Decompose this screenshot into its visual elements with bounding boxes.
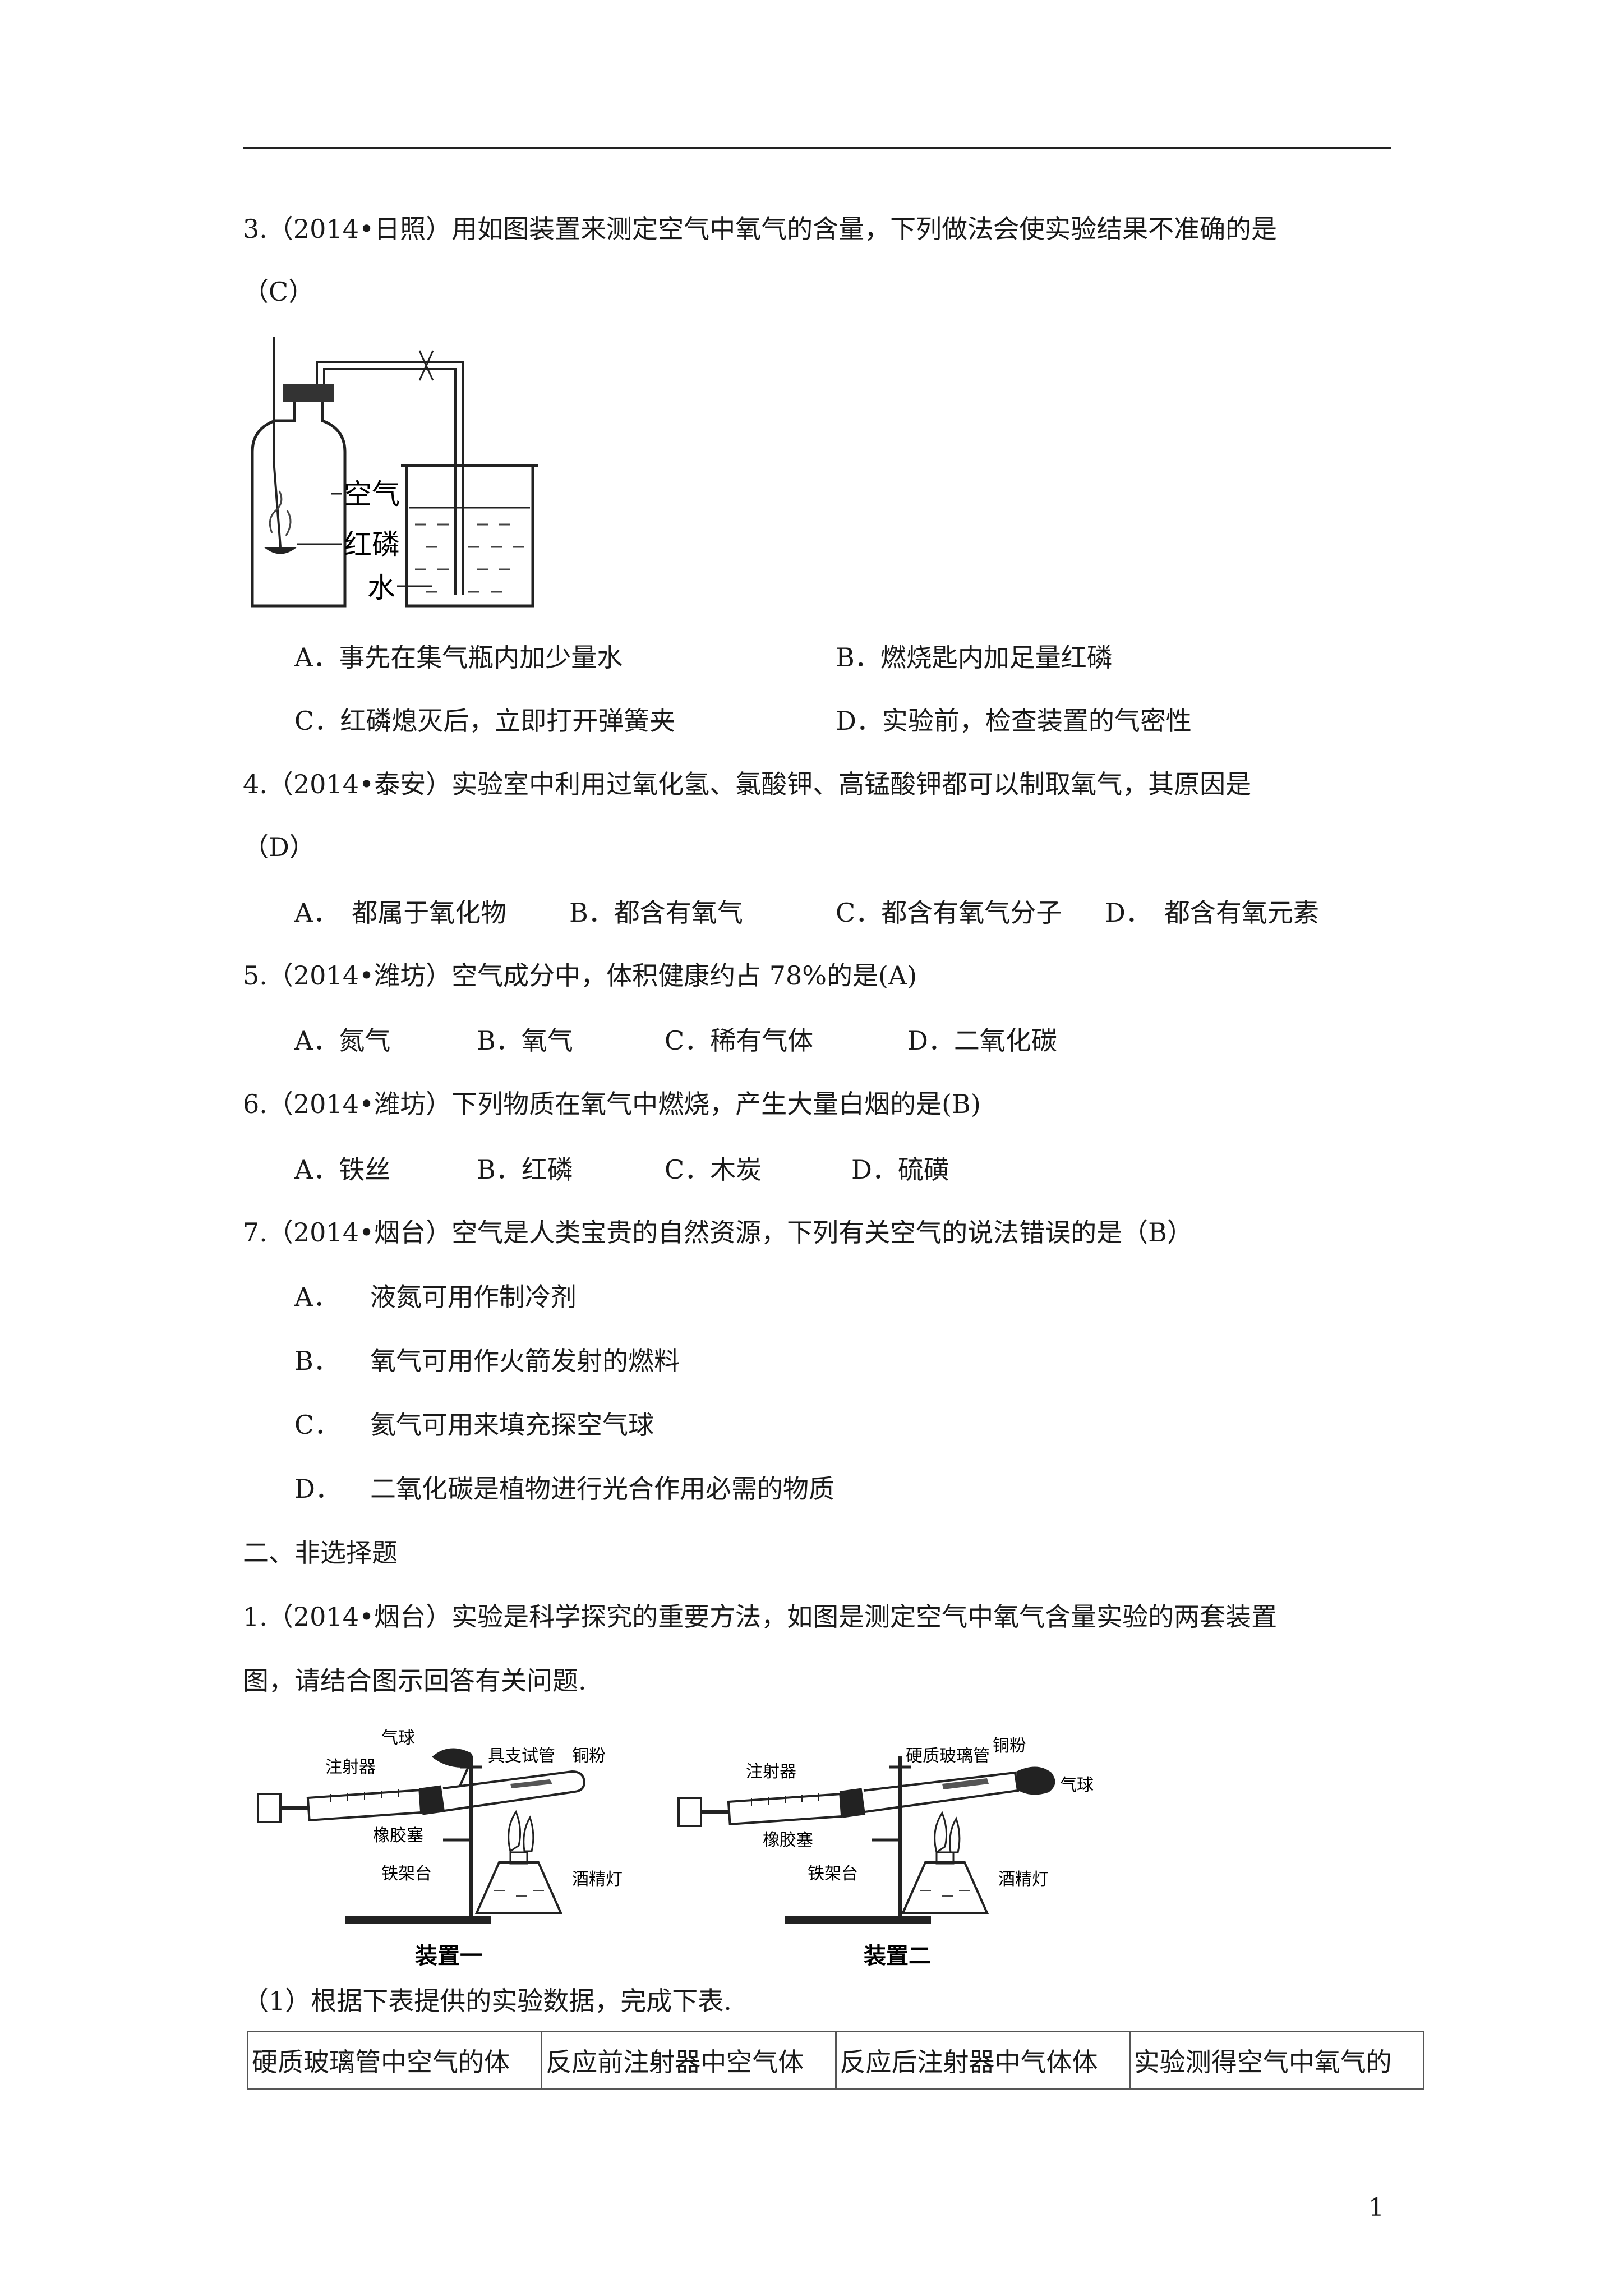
header-rule	[243, 147, 1391, 149]
label-phosphorus: 红磷	[344, 528, 400, 561]
q6-option-c: C．木炭	[665, 1154, 762, 1185]
q4-option-a: A． 都属于氧化物	[294, 898, 507, 928]
fig2-label-tube: 硬质玻璃管	[906, 1746, 990, 1766]
q5-option-a: A．氮气	[294, 1025, 391, 1056]
q3-answer: （C）	[243, 277, 315, 307]
fig2-label-copper: 铜粉	[993, 1736, 1026, 1756]
q6-option-b: B．红磷	[477, 1154, 573, 1185]
fig1-label-copper: 铜粉	[572, 1746, 606, 1766]
q4-option-b: B．都含有氧气	[569, 898, 743, 928]
q3-option-d: D．实验前，检查装置的气密性	[836, 706, 1192, 736]
q3-option-b: B．燃烧匙内加足量红磷	[836, 642, 1113, 673]
q3-apparatus-figure: 空气 红磷 水	[251, 337, 538, 608]
nq1-stem-cont: 图，请结合图示回答有关问题.	[243, 1665, 587, 1696]
q7-option-a-letter: A．	[294, 1282, 339, 1312]
fig1-label-syringe: 注射器	[325, 1757, 376, 1777]
table-header-cell: 实验测得空气中氧气的	[1128, 2031, 1425, 2090]
fig1-label-tube: 具支试管	[488, 1746, 555, 1766]
q7-option-c-text: 氦气可用来填充探空气球	[370, 1410, 654, 1440]
fig1-label-stopper: 橡胶塞	[373, 1826, 423, 1846]
fig2-label-stopper: 橡胶塞	[763, 1830, 813, 1850]
q3-stem: 3.（2014•日照）用如图装置来测定空气中氧气的含量，下列做法会使实验结果不准…	[243, 214, 1278, 244]
fig1-caption: 装置一	[415, 1943, 482, 1969]
q7-option-b-text: 氧气可用作火箭发射的燃料	[370, 1346, 680, 1376]
fig2-label-syringe: 注射器	[746, 1762, 796, 1782]
fig2-caption: 装置二	[864, 1943, 931, 1969]
q6-option-d: D．硫磺	[851, 1154, 949, 1185]
q4-stem: 4.（2014•泰安）实验室中利用过氧化氢、氯酸钾、高锰酸钾都可以制取氧气，其原…	[243, 769, 1252, 799]
fig2-label-lamp: 酒精灯	[998, 1870, 1049, 1889]
nq1-stem: 1.（2014•烟台）实验是科学探究的重要方法，如图是测定空气中氧气含量实验的两…	[243, 1602, 1278, 1632]
q7-stem: 7.（2014•烟台）空气是人类宝贵的自然资源，下列有关空气的说法错误的是（B）	[243, 1217, 1193, 1248]
page-number: 1	[1368, 2193, 1384, 2222]
fig2-label-stand: 铁架台	[808, 1864, 858, 1884]
apparatus-two-figure: 注射器 硬质玻璃管 铜粉 气球 橡胶塞 铁架台 酒精灯 装置二	[677, 1736, 1094, 1969]
q4-answer: （D）	[243, 832, 315, 862]
nq1-sub1: （1）根据下表提供的实验数据，完成下表.	[243, 1986, 732, 2016]
q3-option-a: A．事先在集气瓶内加少量水	[294, 642, 623, 673]
label-water: 水	[367, 572, 395, 604]
table-header-cell: 反应后注射器中气体体	[834, 2031, 1131, 2090]
q7-option-b-letter: B．	[294, 1346, 339, 1376]
q5-stem: 5.（2014•潍坊）空气成分中，体积健康约占 78%的是(A)	[243, 960, 917, 991]
fig1-label-stand: 铁架台	[381, 1864, 432, 1884]
table-header-cell: 反应前注射器中空气体	[541, 2031, 837, 2090]
fig2-label-balloon: 气球	[1060, 1775, 1094, 1795]
fig1-label-lamp: 酒精灯	[572, 1870, 623, 1889]
q5-option-c: C．稀有气体	[665, 1025, 814, 1056]
q5-option-d: D．二氧化碳	[907, 1025, 1057, 1056]
q3-option-c: C．红磷熄灭后，立即打开弹簧夹	[294, 706, 676, 736]
data-table: 硬质玻璃管中空气的体 反应前注射器中空气体 反应后注射器中气体体 实验测得空气中…	[246, 2031, 1425, 2090]
q7-option-a-text: 液氮可用作制冷剂	[370, 1282, 577, 1312]
label-air: 空气	[344, 478, 400, 510]
q4-option-d: D． 都含有氧元素	[1105, 898, 1319, 928]
q6-option-a: A．铁丝	[294, 1154, 391, 1185]
q4-option-c: C．都含有氧气分子	[836, 898, 1062, 928]
q6-stem: 6.（2014•潍坊）下列物质在氧气中燃烧，产生大量白烟的是(B)	[243, 1089, 981, 1119]
apparatus-one-figure: 注射器 气球 具支试管 铜粉 橡胶塞 铁架台 酒精灯 装置一	[257, 1728, 623, 1969]
q7-option-c-letter: C．	[294, 1410, 340, 1440]
section-heading: 二、非选择题	[243, 1538, 398, 1568]
q7-option-d-letter: D．	[294, 1474, 341, 1504]
table-header-cell: 硬质玻璃管中空气的体	[246, 2031, 543, 2090]
q7-option-d-text: 二氧化碳是植物进行光合作用必需的物质	[370, 1474, 834, 1504]
fig1-label-balloon: 气球	[381, 1728, 415, 1748]
table-header-row: 硬质玻璃管中空气的体 反应前注射器中空气体 反应后注射器中气体体 实验测得空气中…	[246, 2031, 1425, 2090]
q5-option-b: B．氧气	[477, 1025, 573, 1056]
